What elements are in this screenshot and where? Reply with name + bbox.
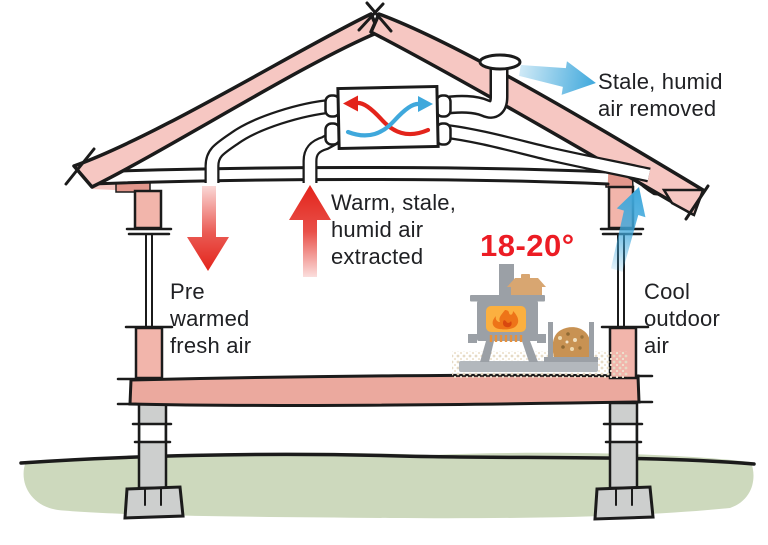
roof-vent-cap bbox=[478, 53, 522, 71]
label-indoor-temperature: 18-20° bbox=[480, 228, 575, 263]
label-stale-removed: Stale, humid air removed bbox=[598, 69, 723, 121]
cooking-pot bbox=[507, 274, 546, 295]
hearth bbox=[452, 351, 628, 378]
ground-line bbox=[19, 452, 756, 466]
stove-vent-slots bbox=[489, 335, 523, 342]
stale-air-out-arrow bbox=[519, 61, 596, 95]
log-store bbox=[544, 322, 598, 362]
ceiling bbox=[89, 166, 610, 186]
roof-right-end-tick bbox=[684, 184, 710, 221]
heat-exchange-blue-arrow bbox=[345, 96, 433, 138]
label-cool-outdoor: Cool outdoor air bbox=[644, 279, 721, 358]
roof-peak-ticks bbox=[357, 1, 393, 33]
heat-exchanger-unit bbox=[324, 84, 452, 151]
intake-duct bbox=[442, 123, 651, 183]
extract-duct bbox=[302, 130, 340, 183]
fresh-air-down-arrow bbox=[187, 186, 229, 271]
stove-leg-right bbox=[522, 341, 538, 362]
heat-exchange-red-arrow bbox=[343, 95, 431, 137]
supply-duct bbox=[204, 98, 334, 183]
wood-stove bbox=[468, 264, 546, 362]
stove-flame bbox=[492, 310, 519, 330]
roof-left-end-tick bbox=[64, 147, 96, 186]
heat-exchanger-ports bbox=[324, 94, 452, 146]
cool-air-in-arrow bbox=[610, 187, 646, 272]
label-warm-extracted: Warm, stale, humid air extracted bbox=[331, 190, 457, 269]
label-pre-warmed: Pre warmed fresh air bbox=[170, 279, 252, 358]
left-wall-stud bbox=[145, 233, 153, 328]
ground-grass bbox=[19, 452, 756, 519]
stove-flue bbox=[499, 264, 514, 296]
foundation-pier-right bbox=[593, 401, 655, 521]
extract-air-up-arrow bbox=[289, 185, 331, 277]
left-wall bbox=[92, 170, 174, 380]
heat-exchanger-box bbox=[336, 84, 440, 151]
foundation-pier-left bbox=[123, 401, 185, 520]
exhaust-duct bbox=[440, 67, 509, 119]
stove-leg-left bbox=[480, 341, 494, 362]
log-texture bbox=[558, 332, 584, 351]
floor bbox=[116, 373, 654, 407]
